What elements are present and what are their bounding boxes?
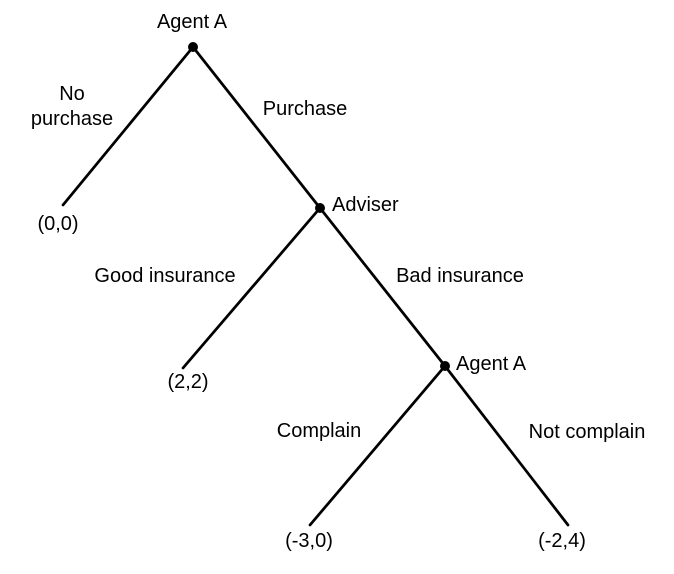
- edge-label-no-purchase: No purchase: [30, 83, 114, 130]
- edge-label-purchase: Purchase: [262, 98, 348, 120]
- edge-purchase-line: [191, 45, 322, 210]
- edge-good-insurance-line: [181, 206, 322, 370]
- edge-no-purchase-line: [61, 45, 195, 207]
- payoff-not-complain: (-2,4): [538, 530, 586, 552]
- edge-label-not-complain: Not complain: [528, 421, 646, 443]
- node-label-root: Agent A: [156, 11, 228, 33]
- payoff-no-purchase: (0,0): [37, 213, 79, 235]
- payoff-good-insurance: (2,2): [167, 371, 209, 393]
- node-root-dot: [188, 42, 198, 52]
- node-label-adviser: Adviser: [332, 194, 399, 216]
- edge-label-bad-insurance: Bad insurance: [396, 265, 524, 287]
- edge-bad-insurance-line: [318, 206, 447, 368]
- edge-complain-line: [308, 364, 447, 527]
- node-adviser-dot: [315, 203, 325, 213]
- node-label-agent-a2: Agent A: [456, 353, 527, 375]
- node-agent-a2-dot: [440, 361, 450, 371]
- payoff-complain: (-3,0): [285, 530, 333, 552]
- edge-not-complain-line: [443, 364, 570, 527]
- edge-label-complain: Complain: [276, 420, 362, 442]
- edge-label-good-insurance: Good insurance: [94, 265, 236, 287]
